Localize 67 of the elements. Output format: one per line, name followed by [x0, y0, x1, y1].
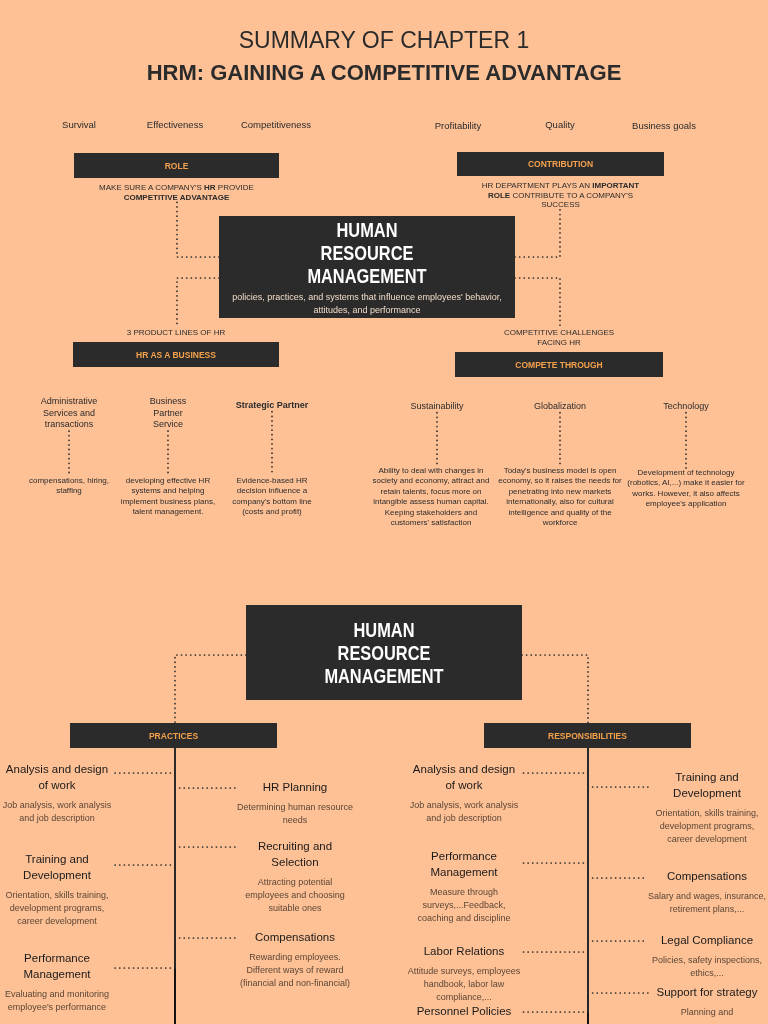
description-text: Business Partner Service [138, 396, 198, 432]
item-description: Job analysis, work analysis and job description [1, 798, 113, 825]
item-description: Attitude surveys, employees handbook, labor law compliance,... [406, 964, 522, 1004]
item-description: Evaluating and monitoring employee's performance [3, 987, 111, 1014]
title-text: SUMMARY OF CHAPTER 1 [237, 27, 531, 54]
keyword-label: Competitiveness [239, 119, 313, 130]
keyword-label: Effectiveness [145, 119, 205, 130]
dotted-connector [522, 747, 589, 1013]
description-text: Ability to deal with changes in society and economy, attract and retain talents, focus more on intangible assess human capital. Keeping stakeholders and customers' satisfaction [366, 466, 496, 529]
keyword-label: Business goals [631, 120, 697, 131]
description-text: Development of technology (robotics, AI,...) make it easier for works. However, it also affects employee's application [627, 468, 745, 510]
keyword-label: Survival [61, 119, 97, 130]
description-text: Technology [636, 401, 736, 413]
header-bar: CONTRIBUTION [457, 152, 664, 176]
keyword-label: Profitability [433, 120, 483, 131]
item-heading: Analysis and design of work [4, 762, 110, 793]
title-box [219, 216, 515, 318]
box-title: HUMAN RESOURCE MANAGEMENT [306, 217, 428, 288]
description-text: Evidence-based HR decision influence a company's bottom line (costs and profit) [224, 476, 320, 518]
dotted-connector [559, 411, 561, 467]
item-description: Measure through surveys,...Feedback, coaching and discipline [416, 885, 512, 925]
box-title: HUMAN RESOURCE MANAGEMENT [323, 617, 445, 688]
item-description: Salary and wages, insurance, retirement plans,... [647, 889, 767, 916]
dotted-connector [685, 411, 687, 469]
description-text: Strategic Partner [232, 400, 312, 412]
item-heading: Personnel Policies [415, 1004, 513, 1019]
item-description: Determining human resource needs [235, 800, 355, 827]
description-text: Today's business model is open economy, so it raises the needs for penetrating into new markets internationally, also for cultural intelligence and quality of the workforce [496, 466, 624, 529]
header-bar: HR AS A BUSINESS [73, 342, 279, 367]
description-text: MAKE SURE A COMPANY'S HR PROVIDE COMPETITIVE ADVANTAGE [98, 183, 255, 203]
item-description: Rewarding employees. Different ways of reward (financial and non-financial) [238, 950, 352, 990]
item-heading: Performance Management [429, 849, 499, 880]
keyword-label: Quality [544, 119, 576, 130]
item-heading: HR Planning [261, 780, 329, 795]
header-bar: ROLE [74, 153, 279, 178]
item-description: Orientation, skills training, development programs, career development [654, 806, 760, 846]
subtitle-text: HRM: GAINING A COMPETITIVE ADVANTAGE [145, 60, 623, 86]
item-heading: Legal Compliance [659, 933, 755, 948]
item-heading: Analysis and design of work [411, 762, 517, 793]
heading-text: 3 PRODUCT LINES OF HR [125, 328, 227, 338]
header-bar: RESPONSIBILITIES [484, 723, 691, 748]
description-text: Globalization [510, 401, 610, 413]
item-description: Orientation, skills training, development programs, career development [4, 888, 110, 928]
item-heading: Compensations [254, 930, 336, 945]
item-description: Policies, safety inspections, ethics,... [650, 953, 764, 980]
header-bar: PRACTICES [70, 723, 277, 748]
description-text: Sustainability [387, 401, 487, 413]
item-heading: Support for strategy [655, 985, 759, 1000]
item-description: Planning and [679, 1005, 735, 1019]
description-text: Administrative Services and transactions [28, 396, 110, 432]
item-heading: Training and Development [672, 770, 742, 801]
item-heading: Compensations [666, 869, 748, 884]
item-heading: Training and Development [22, 852, 92, 883]
item-heading: Recruiting and Selection [256, 839, 334, 870]
item-heading: Labor Relations [422, 944, 506, 959]
description-text: developing effective HR systems and helping implement business plans, talent management. [118, 476, 218, 518]
description-text: HR DEPARTMENT PLAYS AN IMPORTANT ROLE CONTRIBUTE TO A COMPANY'S SUCCESS [480, 181, 641, 210]
box-description: policies, practices, and systems that influence employees' behavior, attitudes, and performance [232, 291, 502, 317]
header-bar: COMPETE THROUGH [455, 352, 663, 377]
dotted-connector [112, 747, 176, 969]
title-box [246, 605, 522, 700]
item-heading: Performance Management [22, 951, 92, 982]
item-description: Attracting potential employees and choosing suitable ones [244, 875, 346, 915]
dotted-connector [436, 411, 438, 467]
item-description: Job analysis, work analysis and job description [409, 798, 519, 825]
heading-text: COMPETITIVE CHALLENGES FACING HR [502, 328, 616, 348]
description-text: compensations, hiring, staffing [24, 476, 114, 497]
